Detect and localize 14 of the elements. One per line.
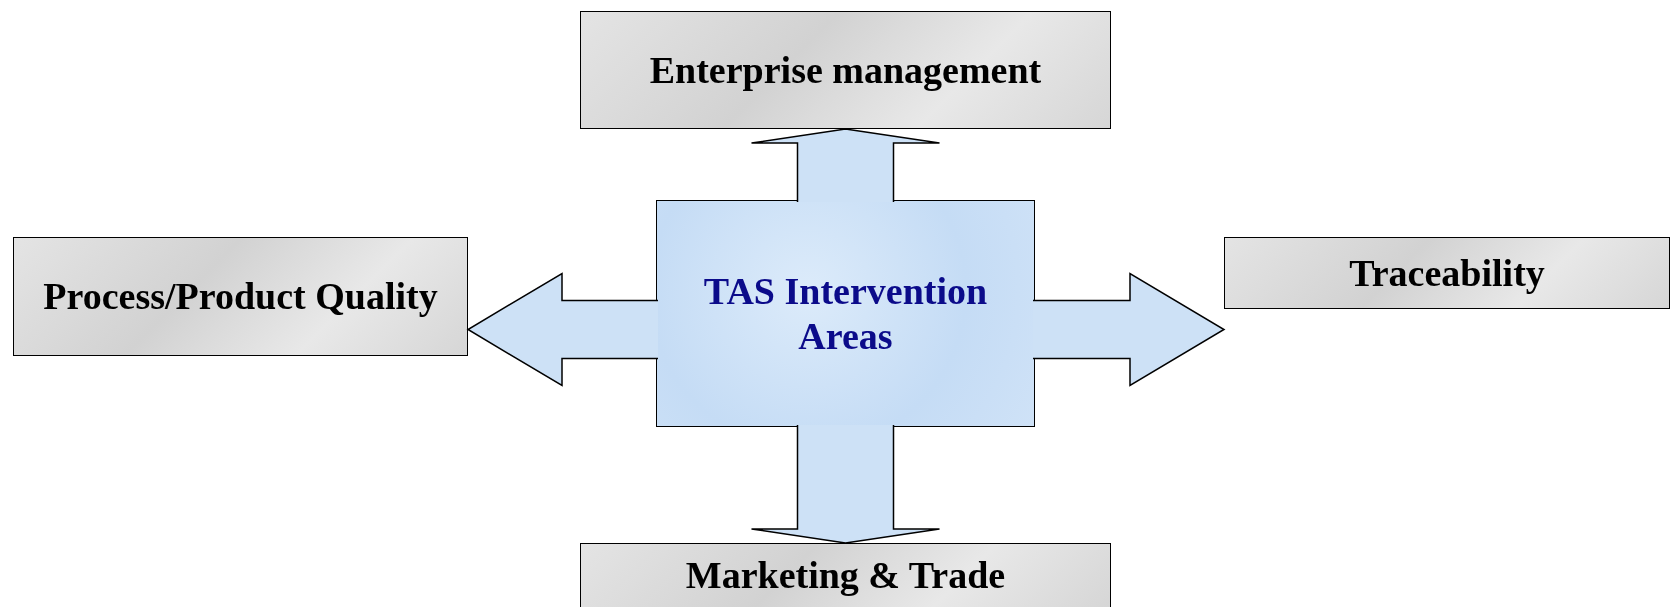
block-arrow	[750, 128, 941, 203]
area-box	[580, 543, 1111, 607]
block-arrow	[467, 272, 659, 387]
center-cross-box	[656, 200, 1035, 427]
area-box	[13, 237, 468, 356]
area-box	[1224, 237, 1670, 309]
center-title: TAS Intervention Areas	[702, 268, 989, 359]
area-label: Process/Product Quality	[43, 274, 438, 319]
area-label: Marketing & Trade	[685, 553, 1006, 598]
area-label: Enterprise management	[649, 47, 1042, 93]
block-arrow	[1032, 272, 1225, 387]
block-arrow	[750, 424, 941, 544]
area-box	[580, 11, 1111, 129]
area-label: Traceability	[1349, 250, 1545, 296]
